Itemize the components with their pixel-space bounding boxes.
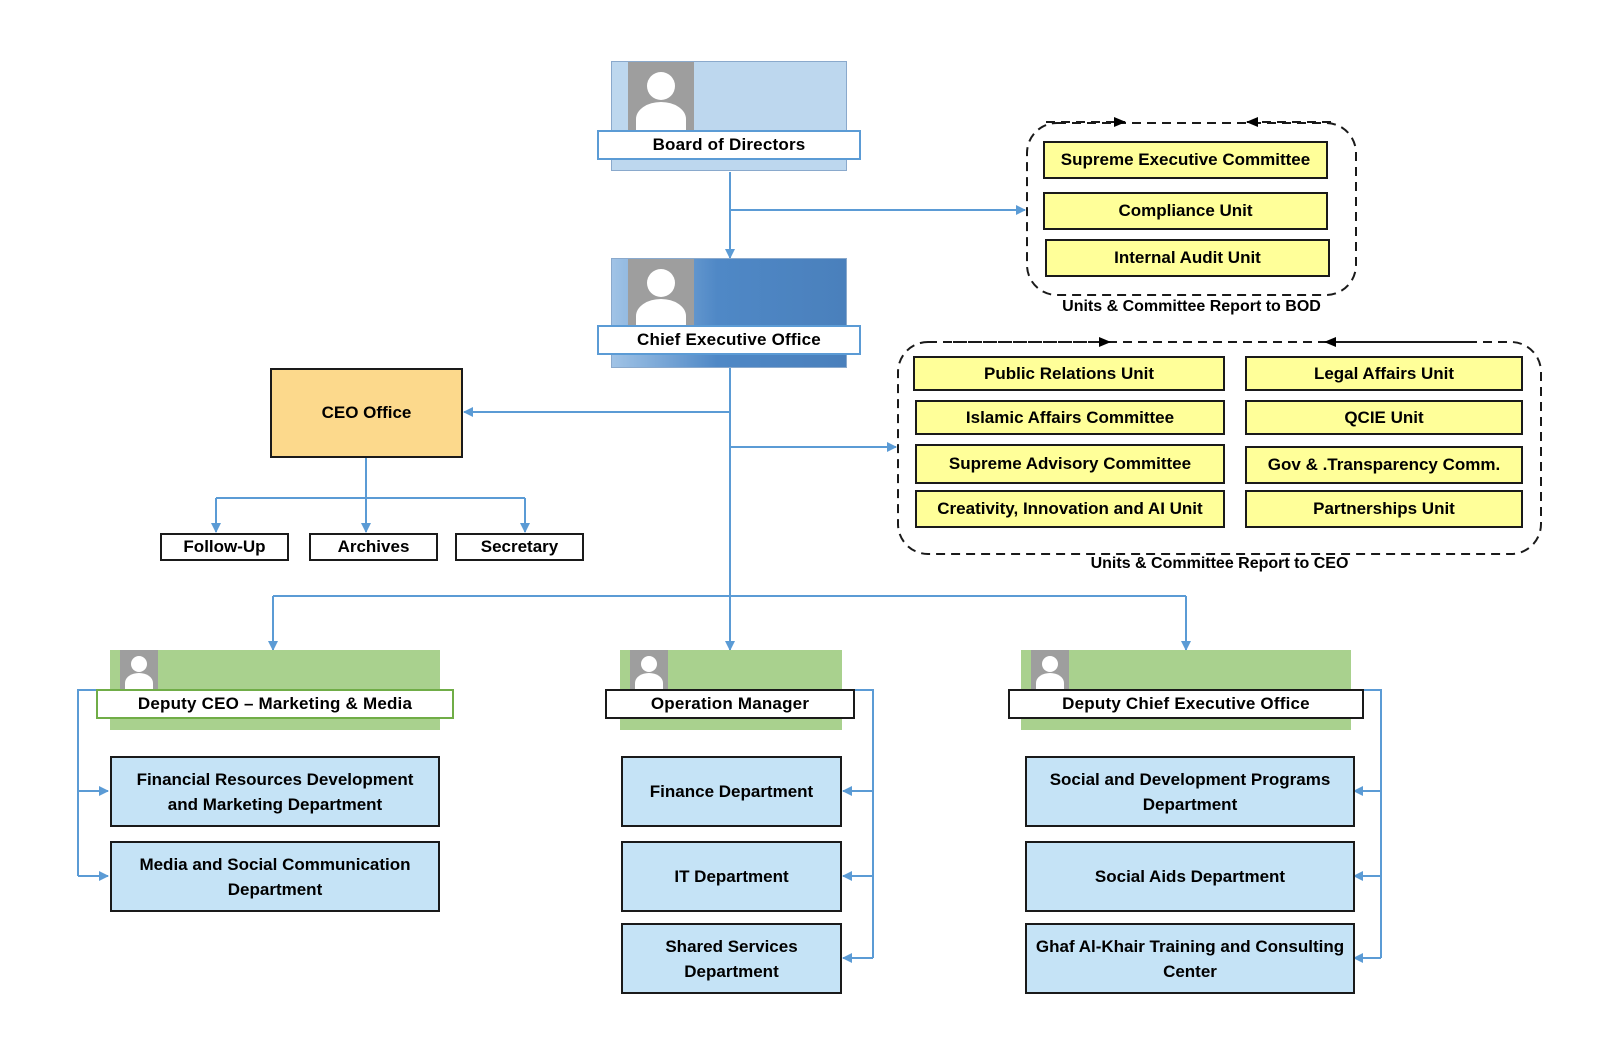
person-placeholder-icon xyxy=(120,650,158,690)
division-title: Deputy CEO – Marketing & Media xyxy=(96,689,454,719)
ceo-unit-box: Creativity, Innovation and AI Unit xyxy=(915,490,1225,528)
ceo-unit-box: QCIE Unit xyxy=(1245,400,1523,435)
archives-box: Archives xyxy=(309,533,438,561)
secretary-box: Secretary xyxy=(455,533,584,561)
board-title: Board of Directors xyxy=(597,130,861,160)
person-placeholder-icon xyxy=(628,259,694,329)
division-title: Deputy Chief Executive Office xyxy=(1008,689,1364,719)
ceo-unit-box: Islamic Affairs Committee xyxy=(915,400,1225,435)
department-box: Ghaf Al-Khair Training and Consulting Ce… xyxy=(1025,923,1355,994)
bod-unit-box: Compliance Unit xyxy=(1043,192,1328,230)
bod-units-caption: Units & Committee Report to BOD xyxy=(1062,298,1321,315)
ceo-unit-box: Public Relations Unit xyxy=(913,356,1225,391)
department-box: IT Department xyxy=(621,841,842,912)
ceo-office-box: CEO Office xyxy=(270,368,463,458)
department-box: Finance Department xyxy=(621,756,842,827)
ceo-title: Chief Executive Office xyxy=(597,325,861,355)
ceo-units-group-outline xyxy=(897,341,1542,555)
bod-unit-box: Internal Audit Unit xyxy=(1045,239,1330,277)
bod-units-group-outline xyxy=(1026,122,1357,296)
department-box: Social Aids Department xyxy=(1025,841,1355,912)
ceo-unit-box: Supreme Advisory Committee xyxy=(915,444,1225,484)
person-placeholder-icon xyxy=(630,650,668,690)
person-placeholder-icon xyxy=(628,62,694,132)
division-title: Operation Manager xyxy=(605,689,855,719)
bod-unit-box: Supreme Executive Committee xyxy=(1043,141,1328,179)
ceo-unit-box: Gov & .Transparency Comm. xyxy=(1245,446,1523,484)
department-box: Media and Social Communication Departmen… xyxy=(110,841,440,912)
follow-up-box: Follow-Up xyxy=(160,533,289,561)
person-placeholder-icon xyxy=(1031,650,1069,690)
ceo-unit-box: Legal Affairs Unit xyxy=(1245,356,1523,391)
department-box: Social and Development Programs Departme… xyxy=(1025,756,1355,827)
department-box: Financial Resources Development and Mark… xyxy=(110,756,440,827)
department-box: Shared Services Department xyxy=(621,923,842,994)
ceo-unit-box: Partnerships Unit xyxy=(1245,490,1523,528)
ceo-units-caption: Units & Committee Report to CEO xyxy=(1090,555,1349,572)
